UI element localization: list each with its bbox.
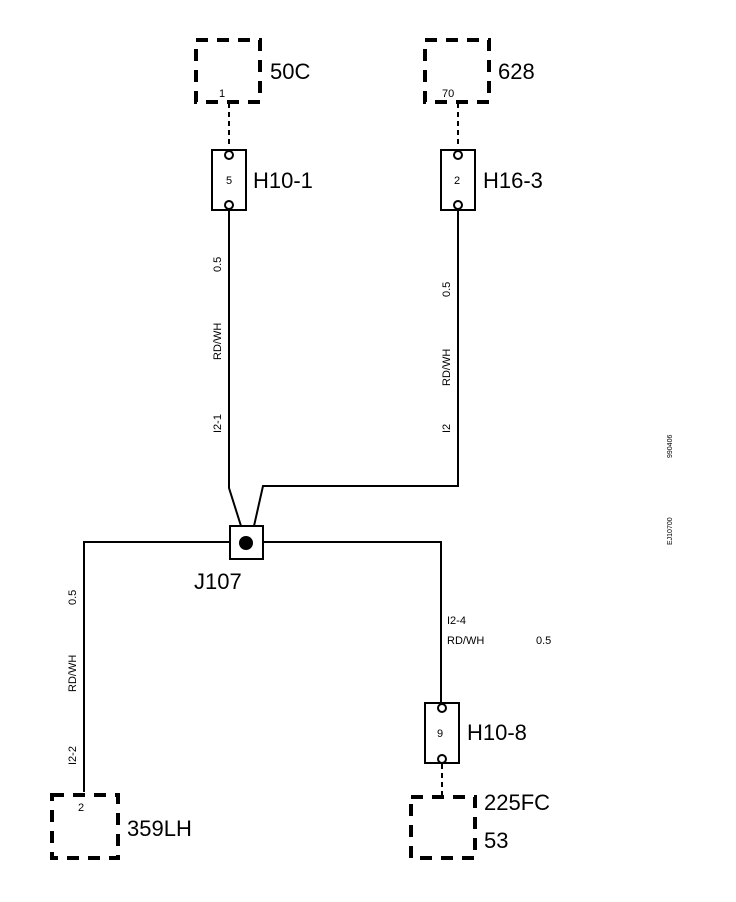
connector-h10-1-pin-number: 5 [226,175,232,187]
wire-labels-w1: 0.5 RD/WH I2-1 [212,257,224,433]
connector-h10-1-pin-top [224,150,234,160]
component-50c-pin: 1 [219,88,225,100]
wire-labels-w2: 0.5 RD/WH I2 [441,282,453,433]
component-50c-label: 50C [270,59,310,84]
component-359lh-box [50,793,120,860]
wire-h10-1-j107 [228,209,242,527]
connector-h16-3-label: H16-3 [483,168,543,193]
component-225fc: 225FC 53 [409,790,550,860]
wire-w2-id: I2 [441,424,453,433]
component-225fc-label: 225FC [484,790,550,815]
junction-j107-dot [239,536,253,550]
component-628-box [423,38,491,104]
component-628: 628 70 [423,38,535,104]
connector-h16-3: 2 H16-3 [440,149,543,211]
wire-j107-359lh [83,541,230,792]
connector-h10-8-pin-bottom [437,754,447,764]
component-225fc-box [409,795,477,860]
side-code-ref: EJ10700 [667,517,674,545]
connector-h10-8: 9 H10-8 [424,702,527,764]
wire-h16-3-j107 [253,209,459,527]
connector-h10-8-pin-number: 9 [437,728,443,740]
wire-w4-color: RD/WH [447,635,484,647]
component-628-pin: 70 [442,88,454,100]
wire-w2-size: 0.5 [441,282,453,297]
connector-h10-1: 5 H10-1 [211,149,313,211]
wire-w4-id: I2-4 [447,615,466,627]
wire-w2-color: RD/WH [441,349,453,386]
junction-j107-label: J107 [194,569,242,594]
wire-w1-size: 0.5 [212,257,224,272]
wire-labels-w3: 0.5 RD/WH I2-2 [67,590,79,765]
wire-w1-id: I2-1 [212,414,224,433]
component-359lh-label: 359LH [127,816,192,841]
component-628-label: 628 [498,59,535,84]
component-225fc-sublabel: 53 [484,828,508,853]
connector-h10-8-pin-top [437,703,447,713]
wire-w3-id: I2-2 [67,746,79,765]
wire-j107-h10-8 [263,541,442,702]
component-359lh: 2 359LH [50,793,192,860]
wire-w1-color: RD/WH [212,323,224,360]
connector-h16-3-pin-number: 2 [454,175,460,187]
component-50c: 50C 1 [194,38,310,104]
connector-h16-3-pin-bottom [453,200,463,210]
component-359lh-pin: 2 [78,802,84,814]
connector-h16-3-pin-top [453,150,463,160]
wire-w3-size: 0.5 [67,590,79,605]
connector-h10-1-label: H10-1 [253,168,313,193]
connector-h10-8-label: H10-8 [467,720,527,745]
wire-labels-w4: I2-4 RD/WH 0.5 [447,615,551,647]
side-code-date: 990406 [667,435,674,458]
component-50c-box [194,38,262,104]
wire-w4-size: 0.5 [536,635,551,647]
connector-h10-1-pin-bottom [224,200,234,210]
wire-w3-color: RD/WH [67,655,79,692]
junction-j107: J107 [194,525,264,594]
